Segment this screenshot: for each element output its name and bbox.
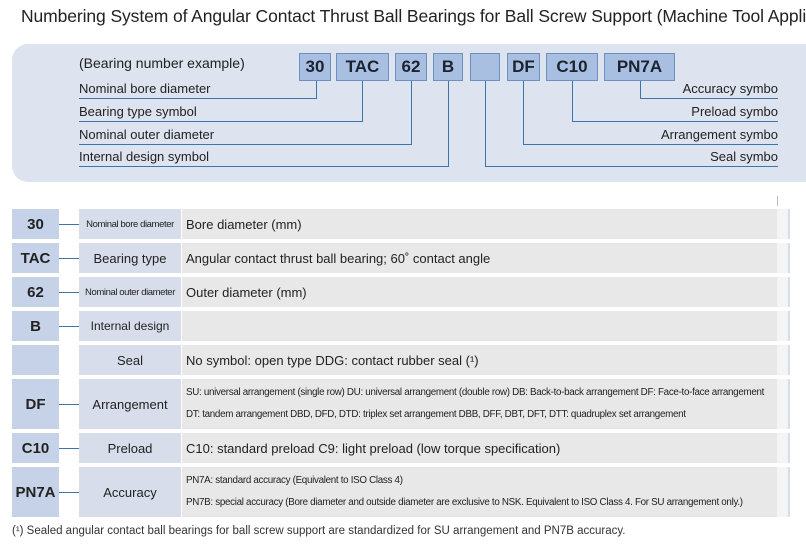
row-edge: [777, 277, 790, 307]
row-connector: [59, 292, 80, 293]
row-edge: [777, 433, 790, 463]
row-connector: [59, 258, 80, 259]
row-description: SU: universal arrangement (single row) D…: [181, 379, 777, 429]
divider-tick: [777, 196, 778, 206]
row-description-line: No symbol: open type DDG: contact rubber…: [186, 352, 479, 368]
footnote: (¹) Sealed angular contact ball bearings…: [12, 525, 626, 537]
row-code: PN7A: [12, 467, 59, 517]
row-connector: [59, 404, 80, 405]
table-row-type: TAC Bearing type Angular contact thrust …: [12, 243, 806, 273]
row-description-line: Bore diameter (mm): [186, 216, 302, 232]
row-name: Preload: [79, 433, 181, 463]
code-box-accuracy: PN7A: [604, 53, 675, 81]
row-description: Angular contact thrust ball bearing; 60˚…: [181, 243, 777, 273]
leader-line-bore-vertical: [316, 81, 317, 99]
label-arrangement-symbol: Arrangement symbo: [660, 127, 778, 142]
leader-line-accuracy: [640, 98, 778, 99]
row-code: 30: [12, 209, 59, 239]
row-description: [181, 311, 777, 341]
row-name: Arrangement: [79, 379, 181, 429]
row-code: B: [12, 311, 59, 341]
leader-line-design: [79, 166, 448, 167]
leader-line-seal: [485, 166, 778, 167]
example-heading: (Bearing number example): [79, 55, 245, 71]
row-name: Internal design: [79, 311, 181, 341]
row-description-line: PN7B: special accuracy (Bore diameter an…: [186, 497, 743, 508]
leader-line-outer: [79, 144, 411, 145]
row-name: Bearing type: [79, 243, 181, 273]
row-code: [12, 345, 59, 375]
label-bearing-type-symbol: Bearing type symbol: [79, 104, 197, 119]
label-nominal-bore-diameter: Nominal bore diameter: [79, 81, 211, 96]
row-description-line: Angular contact thrust ball bearing; 60˚…: [186, 250, 491, 266]
row-code: C10: [12, 433, 59, 463]
row-description: C10: standard preload C9: light preload …: [181, 433, 777, 463]
label-accuracy-symbol: Accuracy symbo: [682, 81, 778, 96]
leader-line-preload: [572, 121, 778, 122]
label-seal-symbol: Seal symbo: [710, 149, 778, 164]
table-row-seal: Seal No symbol: open type DDG: contact r…: [12, 345, 806, 375]
leader-line-bore: [79, 98, 316, 99]
leader-line-type-vertical: [362, 81, 363, 122]
code-box-arrangement: DF: [507, 53, 540, 81]
row-connector: [59, 224, 80, 225]
label-preload-symbol: Preload symbo: [691, 104, 778, 119]
row-description-line: Outer diameter (mm): [186, 284, 307, 300]
row-description: PN7A: standard accuracy (Equivalent to I…: [181, 467, 777, 517]
row-code: 62: [12, 277, 59, 307]
code-box-type: TAC: [336, 53, 389, 81]
table-row-arrangement: DF Arrangement SU: universal arrangement…: [12, 379, 806, 429]
row-edge: [777, 209, 790, 239]
row-code: DF: [12, 379, 59, 429]
row-connector: [59, 448, 80, 449]
row-connector: [59, 492, 80, 493]
row-description: No symbol: open type DDG: contact rubber…: [181, 345, 777, 375]
code-box-bore: 30: [299, 53, 331, 81]
row-edge: [777, 345, 790, 375]
leader-line-arrangement-vertical: [523, 81, 524, 145]
row-name: Nominal bore diameter: [79, 209, 181, 239]
table-row-design: B Internal design: [12, 311, 806, 341]
row-description-line: SU: universal arrangement (single row) D…: [186, 387, 765, 398]
row-edge: [777, 467, 790, 517]
leader-line-outer-vertical: [411, 81, 412, 145]
code-box-seal: [470, 53, 500, 81]
code-box-preload: C10: [546, 53, 598, 81]
row-edge: [777, 243, 790, 273]
row-description-line: DT: tandem arrangement DBD, DFD, DTD: tr…: [186, 409, 686, 420]
leader-line-arrangement: [523, 144, 778, 145]
row-description-line: PN7A: standard accuracy (Equivalent to I…: [186, 475, 403, 486]
row-description: Bore diameter (mm): [181, 209, 777, 239]
table-row-outer: 62 Nominal outer diameter Outer diameter…: [12, 277, 806, 307]
row-edge: [777, 379, 790, 429]
leader-line-preload-vertical: [572, 81, 573, 122]
row-edge: [777, 311, 790, 341]
leader-line-design-vertical: [448, 81, 449, 167]
table-row-accuracy: PN7A Accuracy PN7A: standard accuracy (E…: [12, 467, 806, 517]
row-name: Accuracy: [79, 467, 181, 517]
leader-line-seal-vertical: [485, 81, 486, 167]
row-description-line: C10: standard preload C9: light preload …: [186, 440, 561, 456]
code-box-design: B: [433, 53, 463, 81]
table-row-bore: 30 Nominal bore diameter Bore diameter (…: [12, 209, 806, 239]
row-description: Outer diameter (mm): [181, 277, 777, 307]
code-box-outer: 62: [395, 53, 427, 81]
label-internal-design-symbol: Internal design symbol: [79, 149, 210, 164]
table-row-preload: C10 Preload C10: standard preload C9: li…: [12, 433, 806, 463]
row-name: Seal: [79, 345, 181, 375]
row-name: Nominal outer diameter: [79, 277, 181, 307]
leader-line-type: [79, 121, 362, 122]
label-nominal-outer-diameter: Nominal outer diameter: [79, 127, 215, 142]
leader-line-accuracy-vertical: [640, 81, 641, 99]
row-connector: [59, 326, 80, 327]
page-title: Numbering System of Angular Contact Thru…: [21, 6, 806, 26]
row-code: TAC: [12, 243, 59, 273]
